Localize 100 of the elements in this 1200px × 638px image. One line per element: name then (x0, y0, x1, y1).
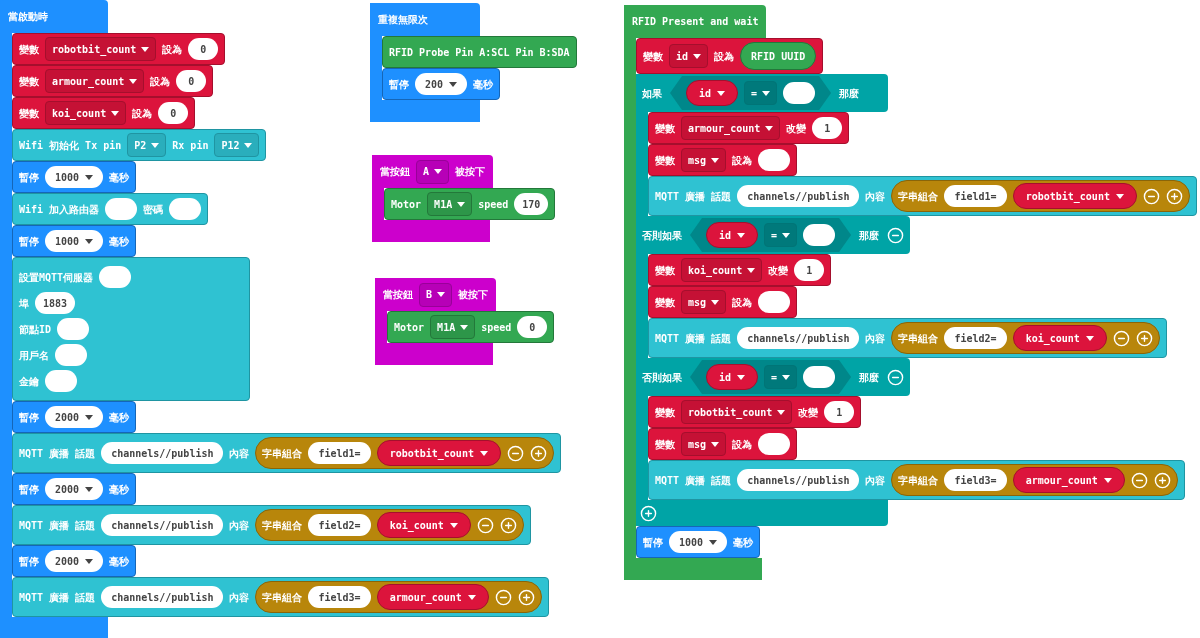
block-label: 毫秒 (109, 234, 130, 249)
statement-block (384, 188, 556, 220)
block-label: speed (481, 320, 512, 335)
block-label: 改變 (768, 263, 789, 278)
dropdown: robotbit_count (681, 400, 793, 424)
statement-block (648, 396, 862, 428)
block-label: 毫秒 (109, 554, 130, 569)
statement-block (12, 577, 549, 617)
dropdown: M1A (430, 315, 476, 339)
join-block (255, 581, 542, 613)
block-label: 改變 (798, 405, 819, 420)
statement-block (648, 286, 798, 318)
variable-dropdown: koi_count (376, 512, 471, 538)
block-label: 暫停 (19, 234, 39, 249)
block-label: 暫停 (643, 535, 663, 550)
text-field: channels//publish (737, 327, 860, 349)
join-block (891, 322, 1160, 354)
text-field: field3= (308, 586, 371, 608)
if-block (636, 74, 1197, 526)
dropdown: M1A (427, 192, 473, 216)
dropdown: = (764, 223, 798, 247)
block-label: 密碼 (143, 202, 164, 217)
text-field: field2= (308, 514, 371, 536)
block-label: 變數 (655, 121, 675, 136)
number-field: 1 (812, 117, 843, 139)
block-label: 改變 (786, 121, 807, 136)
block-label: 如果 (642, 86, 662, 101)
block-label: 暫停 (19, 170, 39, 185)
dropdown: = (744, 81, 778, 105)
text-field (55, 344, 87, 366)
statement-block (12, 65, 214, 97)
join-block (255, 437, 554, 469)
statement-block (12, 97, 196, 129)
statement-block (636, 38, 824, 74)
dropdown: P12 (214, 133, 260, 157)
statement-block (12, 545, 137, 577)
block-label: 字串組合 (262, 518, 303, 533)
block-label: MQTT 廣播 話題 (19, 590, 96, 605)
block-label: 字串組合 (262, 446, 303, 461)
block-label: 變數 (19, 42, 39, 57)
dropdown: msg (681, 148, 727, 172)
block-label: 重複無限次 (378, 13, 428, 27)
number-field: 1 (794, 259, 825, 281)
block-label: 變數 (655, 437, 675, 452)
block-label: 變數 (655, 263, 675, 278)
block-label: 當按鈕 (380, 165, 410, 179)
number-field: 0 (188, 38, 219, 60)
text-field (758, 149, 791, 171)
statement-block (382, 68, 501, 100)
block-label: 變數 (655, 295, 675, 310)
text-field (758, 433, 791, 455)
statement-block (648, 176, 1197, 216)
block-label: MQTT 廣播 話題 (19, 518, 96, 533)
statement-block (648, 112, 850, 144)
statement-block (12, 33, 226, 65)
block-label: 毫秒 (733, 535, 754, 550)
statement-block (12, 225, 137, 257)
dropdown: B (419, 282, 453, 307)
dropdown: koi_count (45, 101, 127, 125)
variable-dropdown: koi_count (1012, 325, 1107, 351)
number-dropdown: 2000 (45, 478, 104, 500)
block-label: 內容 (229, 446, 250, 461)
block-label: 設為 (732, 153, 753, 168)
number-dropdown: 1000 (45, 230, 104, 252)
statement-block (648, 460, 1185, 500)
block-label: speed (478, 197, 509, 212)
dropdown: msg (681, 290, 727, 314)
block-label: 暫停 (19, 554, 39, 569)
block-label: 設為 (132, 106, 153, 121)
text-field: channels//publish (101, 586, 224, 608)
statement-block (12, 193, 209, 225)
block-label: 那麼 (859, 228, 880, 243)
join-block (255, 509, 524, 541)
number-field: 170 (514, 193, 549, 215)
block-label: 被按下 (458, 288, 489, 302)
block-label: 毫秒 (109, 482, 130, 497)
block-label: 字串組合 (898, 331, 939, 346)
statement-block (12, 161, 137, 193)
dropdown: P2 (127, 133, 167, 157)
dropdown: koi_count (681, 258, 763, 282)
variable-dropdown: robotbit_count (376, 440, 501, 466)
reporter-block: RFID UUID (740, 42, 817, 70)
number-field: 0 (517, 316, 548, 338)
block-label: MQTT 廣播 話題 (655, 331, 732, 346)
dropdown: armour_count (681, 116, 781, 140)
block-label: 字串組合 (898, 189, 939, 204)
block-label: 設為 (732, 437, 753, 452)
block-label: 金鑰 (19, 374, 39, 389)
block-label: 變數 (655, 153, 675, 168)
block-label: 設為 (150, 74, 171, 89)
block-label: 毫秒 (473, 77, 494, 92)
block-label: MQTT 廣播 話題 (19, 446, 96, 461)
number-dropdown: 2000 (45, 550, 104, 572)
statement-block (12, 129, 267, 161)
block-label: 變數 (19, 74, 39, 89)
statement-block (12, 505, 531, 545)
block-label: 暫停 (19, 410, 39, 425)
variable-dropdown: robotbit_count (1012, 183, 1137, 209)
block-label: 設置MQTT伺服器 (19, 270, 94, 285)
block-label: 否則如果 (642, 228, 682, 243)
